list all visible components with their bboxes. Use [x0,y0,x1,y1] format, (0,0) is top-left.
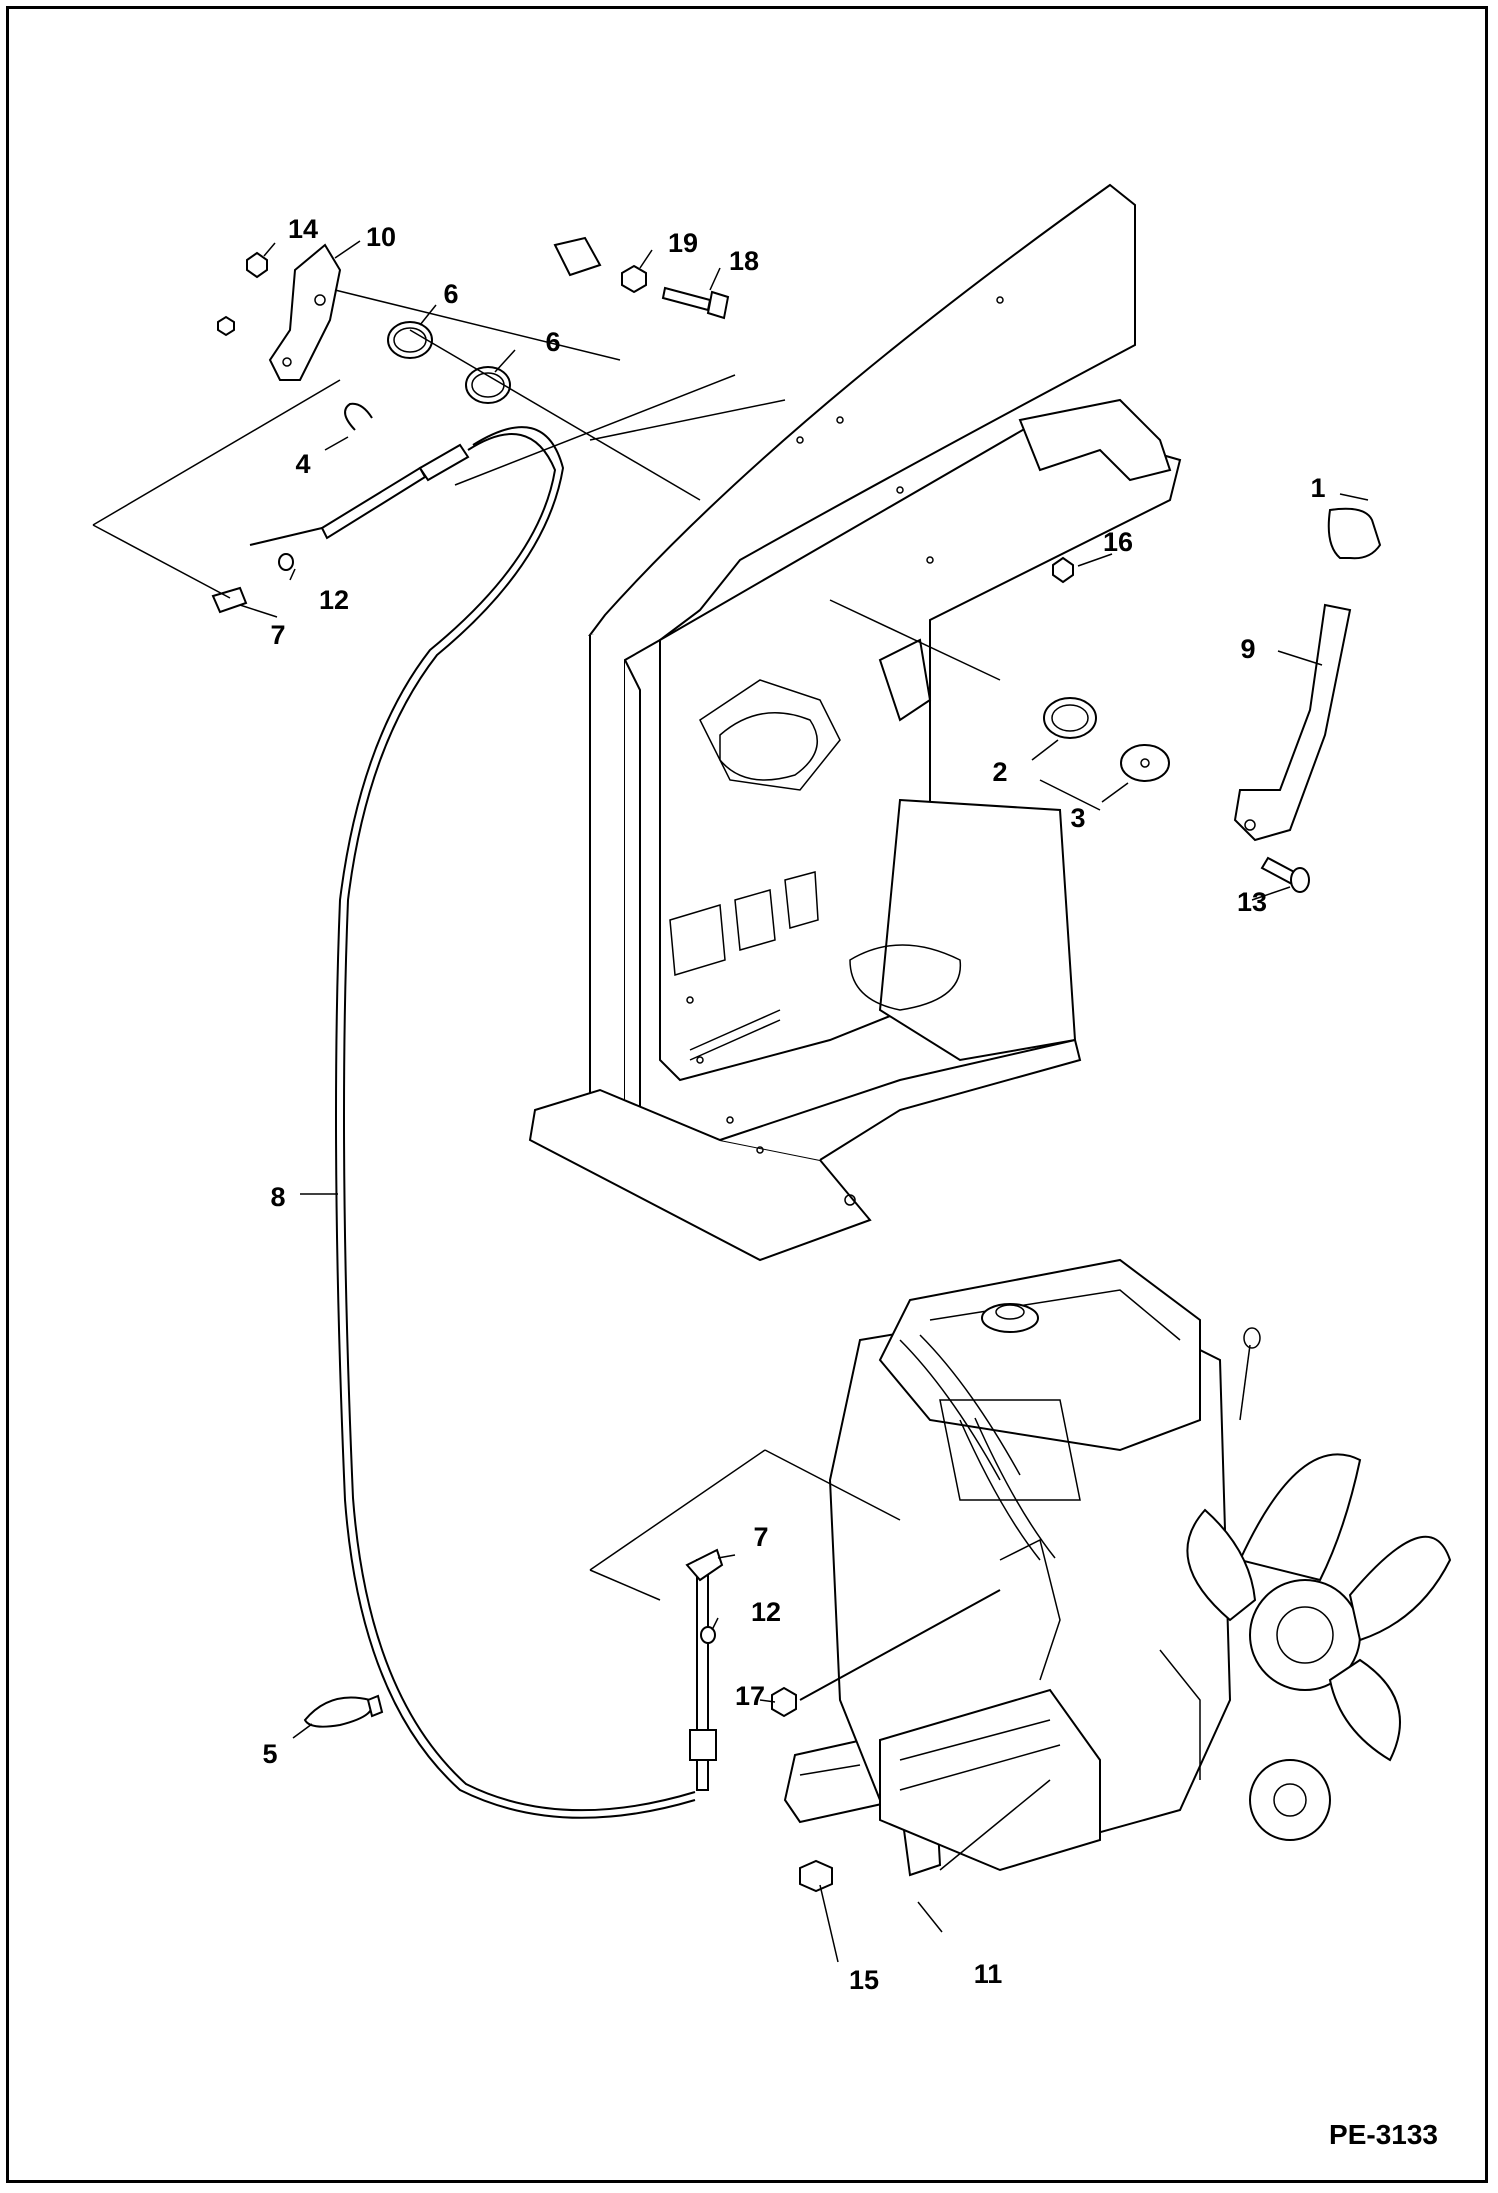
upper-cable-bracket [268,243,342,381]
callout-11: 11 [974,1959,1003,1989]
callout-10: 10 [366,222,396,252]
callout-13: 13 [1237,887,1267,917]
engine-nut [771,1686,797,1718]
upper-cable-end [211,443,470,614]
callout-6-lower: 6 [545,327,560,357]
callout-18: 18 [729,246,759,276]
leader-lines [92,240,1369,1963]
callout-6-upper: 6 [443,279,458,309]
callout-5: 5 [262,1739,277,1769]
callout-3: 3 [1070,803,1085,833]
throttle-lever [1233,507,1382,842]
callout-14: 14 [288,214,318,244]
mounting-frame [528,183,1182,1262]
bracket-nuts [217,251,268,337]
lower-cable-end [685,1548,724,1791]
lever-friction-disc [1120,744,1170,782]
callout-19: 19 [668,228,698,258]
callout-8: 8 [270,1182,285,1212]
callout-7-lower: 7 [753,1522,768,1552]
lever-bolt [1260,856,1310,893]
figure-reference-code: PE-3133 [1329,2119,1438,2150]
callout-16: 16 [1103,527,1133,557]
callout-7-upper: 7 [270,620,285,650]
shim-plate-hardware [553,236,730,320]
callout-17: 17 [735,1681,765,1711]
diagram-frame [6,6,1488,2183]
callout-12-upper: 12 [319,585,349,615]
callout-1: 1 [1310,473,1325,503]
bracket-bolt [799,1859,833,1893]
cable-tie [303,1694,384,1728]
callout-12-lower: 12 [751,1597,781,1627]
lever-washer-ring [1043,697,1097,739]
callout-4: 4 [295,449,310,479]
engine-assembly [799,1258,1452,1872]
callout-15: 15 [849,1965,879,1995]
callout-9: 9 [1240,634,1255,664]
cable-clip [344,402,373,431]
frame-nut [1052,556,1074,584]
retaining-rings [387,321,511,404]
callout-2: 2 [992,757,1007,787]
throttle-cable [335,426,696,1819]
